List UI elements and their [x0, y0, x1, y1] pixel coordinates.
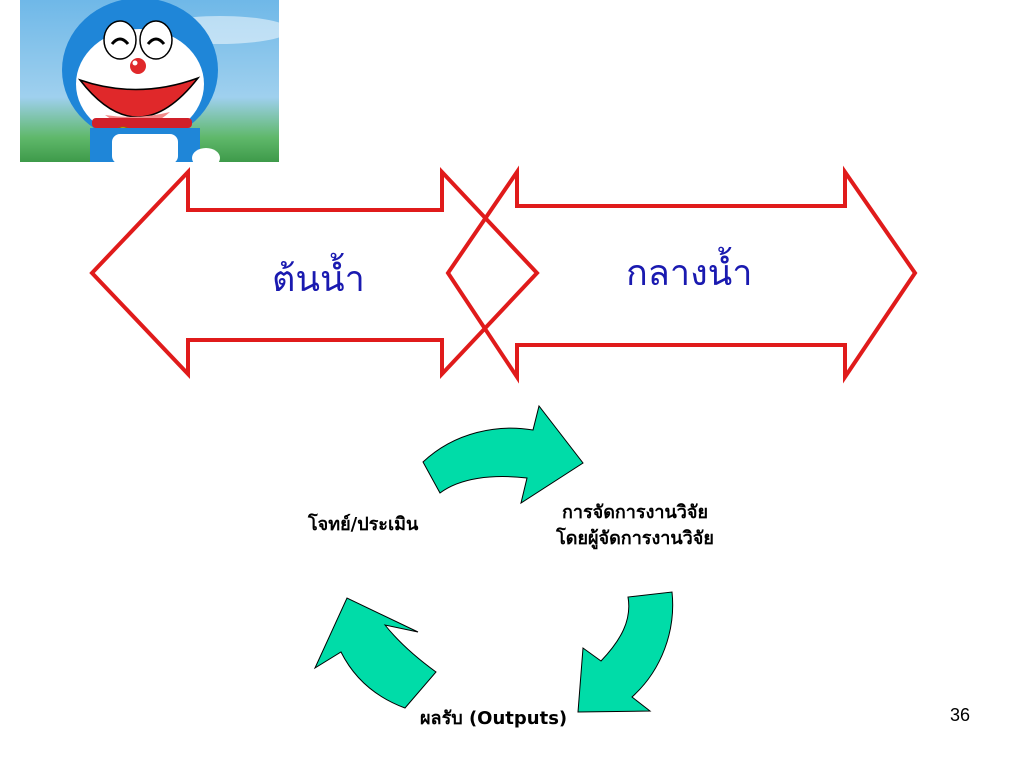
- step-manage-line1: การจัดการงานวิจัย: [562, 502, 708, 523]
- step-manage-line2: โดยผู้จัดการงานวิจัย: [556, 528, 714, 549]
- upstream-double-arrow: [89, 166, 540, 380]
- step-outputs-label: ผลรับ (Outputs): [420, 708, 568, 729]
- step-manage-label: การจัดการงานวิจัย โดยผู้จัดการงานวิจัย: [520, 500, 750, 552]
- upstream-label: ต้นน้ำ: [272, 259, 365, 300]
- cycle-arrow-top: [422, 404, 584, 505]
- cycle-arrow-left: [313, 597, 437, 709]
- midstream-double-arrow: [445, 165, 918, 384]
- cycle-arrow-right: [577, 591, 674, 713]
- step-evaluate-label: โจทย์/ประเมิน: [308, 514, 419, 535]
- midstream-label: กลางน้ำ: [626, 253, 753, 294]
- slide-number: 36: [949, 705, 970, 725]
- doraemon-cartoon-image: [20, 0, 279, 162]
